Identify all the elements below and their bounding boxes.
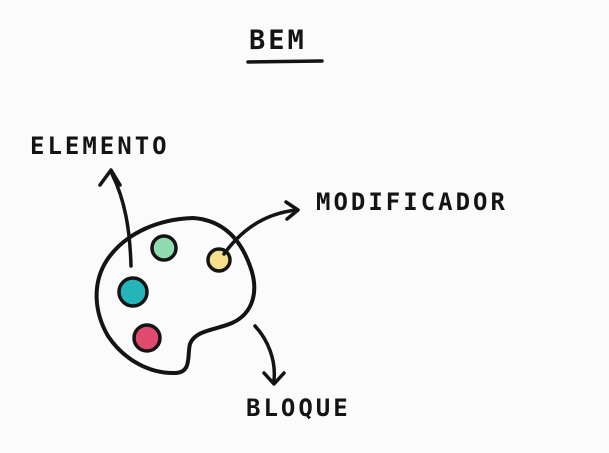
arrowhead-bloque xyxy=(262,371,286,386)
arrow-to-elemento xyxy=(110,172,133,268)
label-bloque: BLOQUE xyxy=(246,394,351,422)
label-modificador: MODIFICADOR xyxy=(316,188,508,216)
arrowhead-elemento xyxy=(98,168,122,187)
pink-dot xyxy=(132,323,162,353)
label-elemento: ELEMENTO xyxy=(30,132,170,160)
green-dot xyxy=(150,234,178,262)
arrow-to-modificador xyxy=(222,208,298,256)
palette-icon xyxy=(94,216,257,376)
title-underline xyxy=(246,59,324,64)
teal-dot xyxy=(117,276,149,308)
arrow-to-bloque xyxy=(253,324,277,382)
arrowhead-modificador xyxy=(284,200,300,221)
diagram-title: BEM xyxy=(249,25,307,56)
